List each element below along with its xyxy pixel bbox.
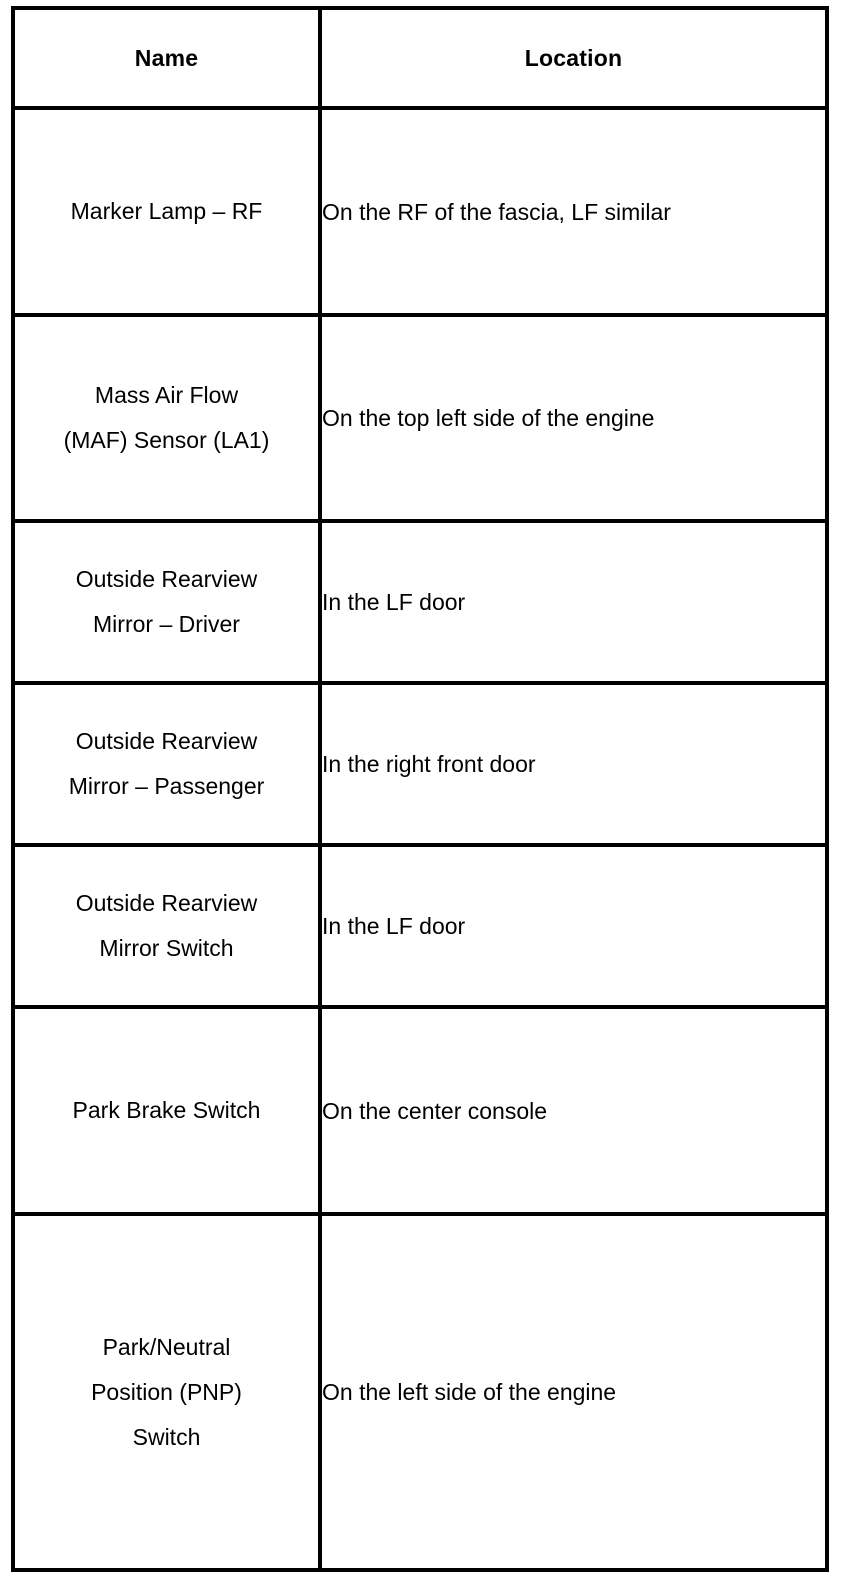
cell-text-line: Mirror – Passenger (68, 773, 265, 799)
cell-text-line: On the center console (322, 1097, 548, 1124)
cell-component-location: On the RF of the fascia, LF similar (318, 106, 829, 317)
cell-text-line: Park Brake Switch (72, 1097, 261, 1123)
cell-text-line: Switch (132, 1423, 201, 1450)
cell-text-line: In the LF door (322, 589, 466, 615)
cell-component-name: Marker Lamp – RF (11, 106, 322, 317)
cell-text-line: Outside Rearview (75, 728, 258, 754)
cell-text-line: Marker Lamp – RF (70, 198, 263, 224)
cell-component-location: On the left side of the engine (318, 1212, 829, 1572)
cell-component-location: In the LF door (318, 519, 829, 685)
table-row: Park Brake Switch On the center console (11, 1005, 829, 1216)
cell-component-location: On the center console (318, 1005, 829, 1216)
cell-component-name: Mass Air Flow (MAF) Sensor (LA1) (11, 313, 322, 523)
cell-text-line: On the top left side of the engine (322, 405, 655, 431)
cell-text-line: Park/Neutral (102, 1333, 231, 1360)
cell-text-line: Outside Rearview (75, 890, 258, 916)
table-header: Name Location (11, 6, 829, 110)
table-row: Marker Lamp – RF On the RF of the fascia,… (11, 106, 829, 317)
column-header-location: Location (318, 6, 829, 110)
cell-text-line: In the LF door (322, 913, 466, 939)
cell-text-line: On the left side of the engine (322, 1379, 617, 1405)
cell-text-line: Mirror Switch (99, 935, 234, 961)
cell-text-line: Position (PNP) (91, 1378, 242, 1405)
cell-component-location: In the right front door (318, 681, 829, 847)
table-row: Mass Air Flow (MAF) Sensor (LA1) On the to… (11, 313, 829, 523)
cell-text-line: In the right front door (322, 751, 536, 777)
cell-component-location: On the top left side of the engine (318, 313, 829, 523)
cell-text-line: Mass Air Flow (94, 382, 239, 408)
cell-text-line: On the RF of the fascia, LF similar (322, 198, 671, 225)
component-location-table: Name Location Marker Lamp – RF On the RF … (11, 6, 829, 1572)
cell-component-name: Park Brake Switch (11, 1005, 322, 1216)
table-body: Marker Lamp – RF On the RF of the fascia,… (11, 106, 829, 1572)
column-header-name: Name (11, 6, 322, 110)
cell-text-line: Outside Rearview (75, 566, 258, 592)
table-header-row: Name Location (11, 6, 829, 110)
cell-text-line: Mirror – Driver (93, 611, 240, 637)
cell-component-location: In the LF door (318, 843, 829, 1009)
cell-text-line: (MAF) Sensor (LA1) (63, 427, 270, 453)
